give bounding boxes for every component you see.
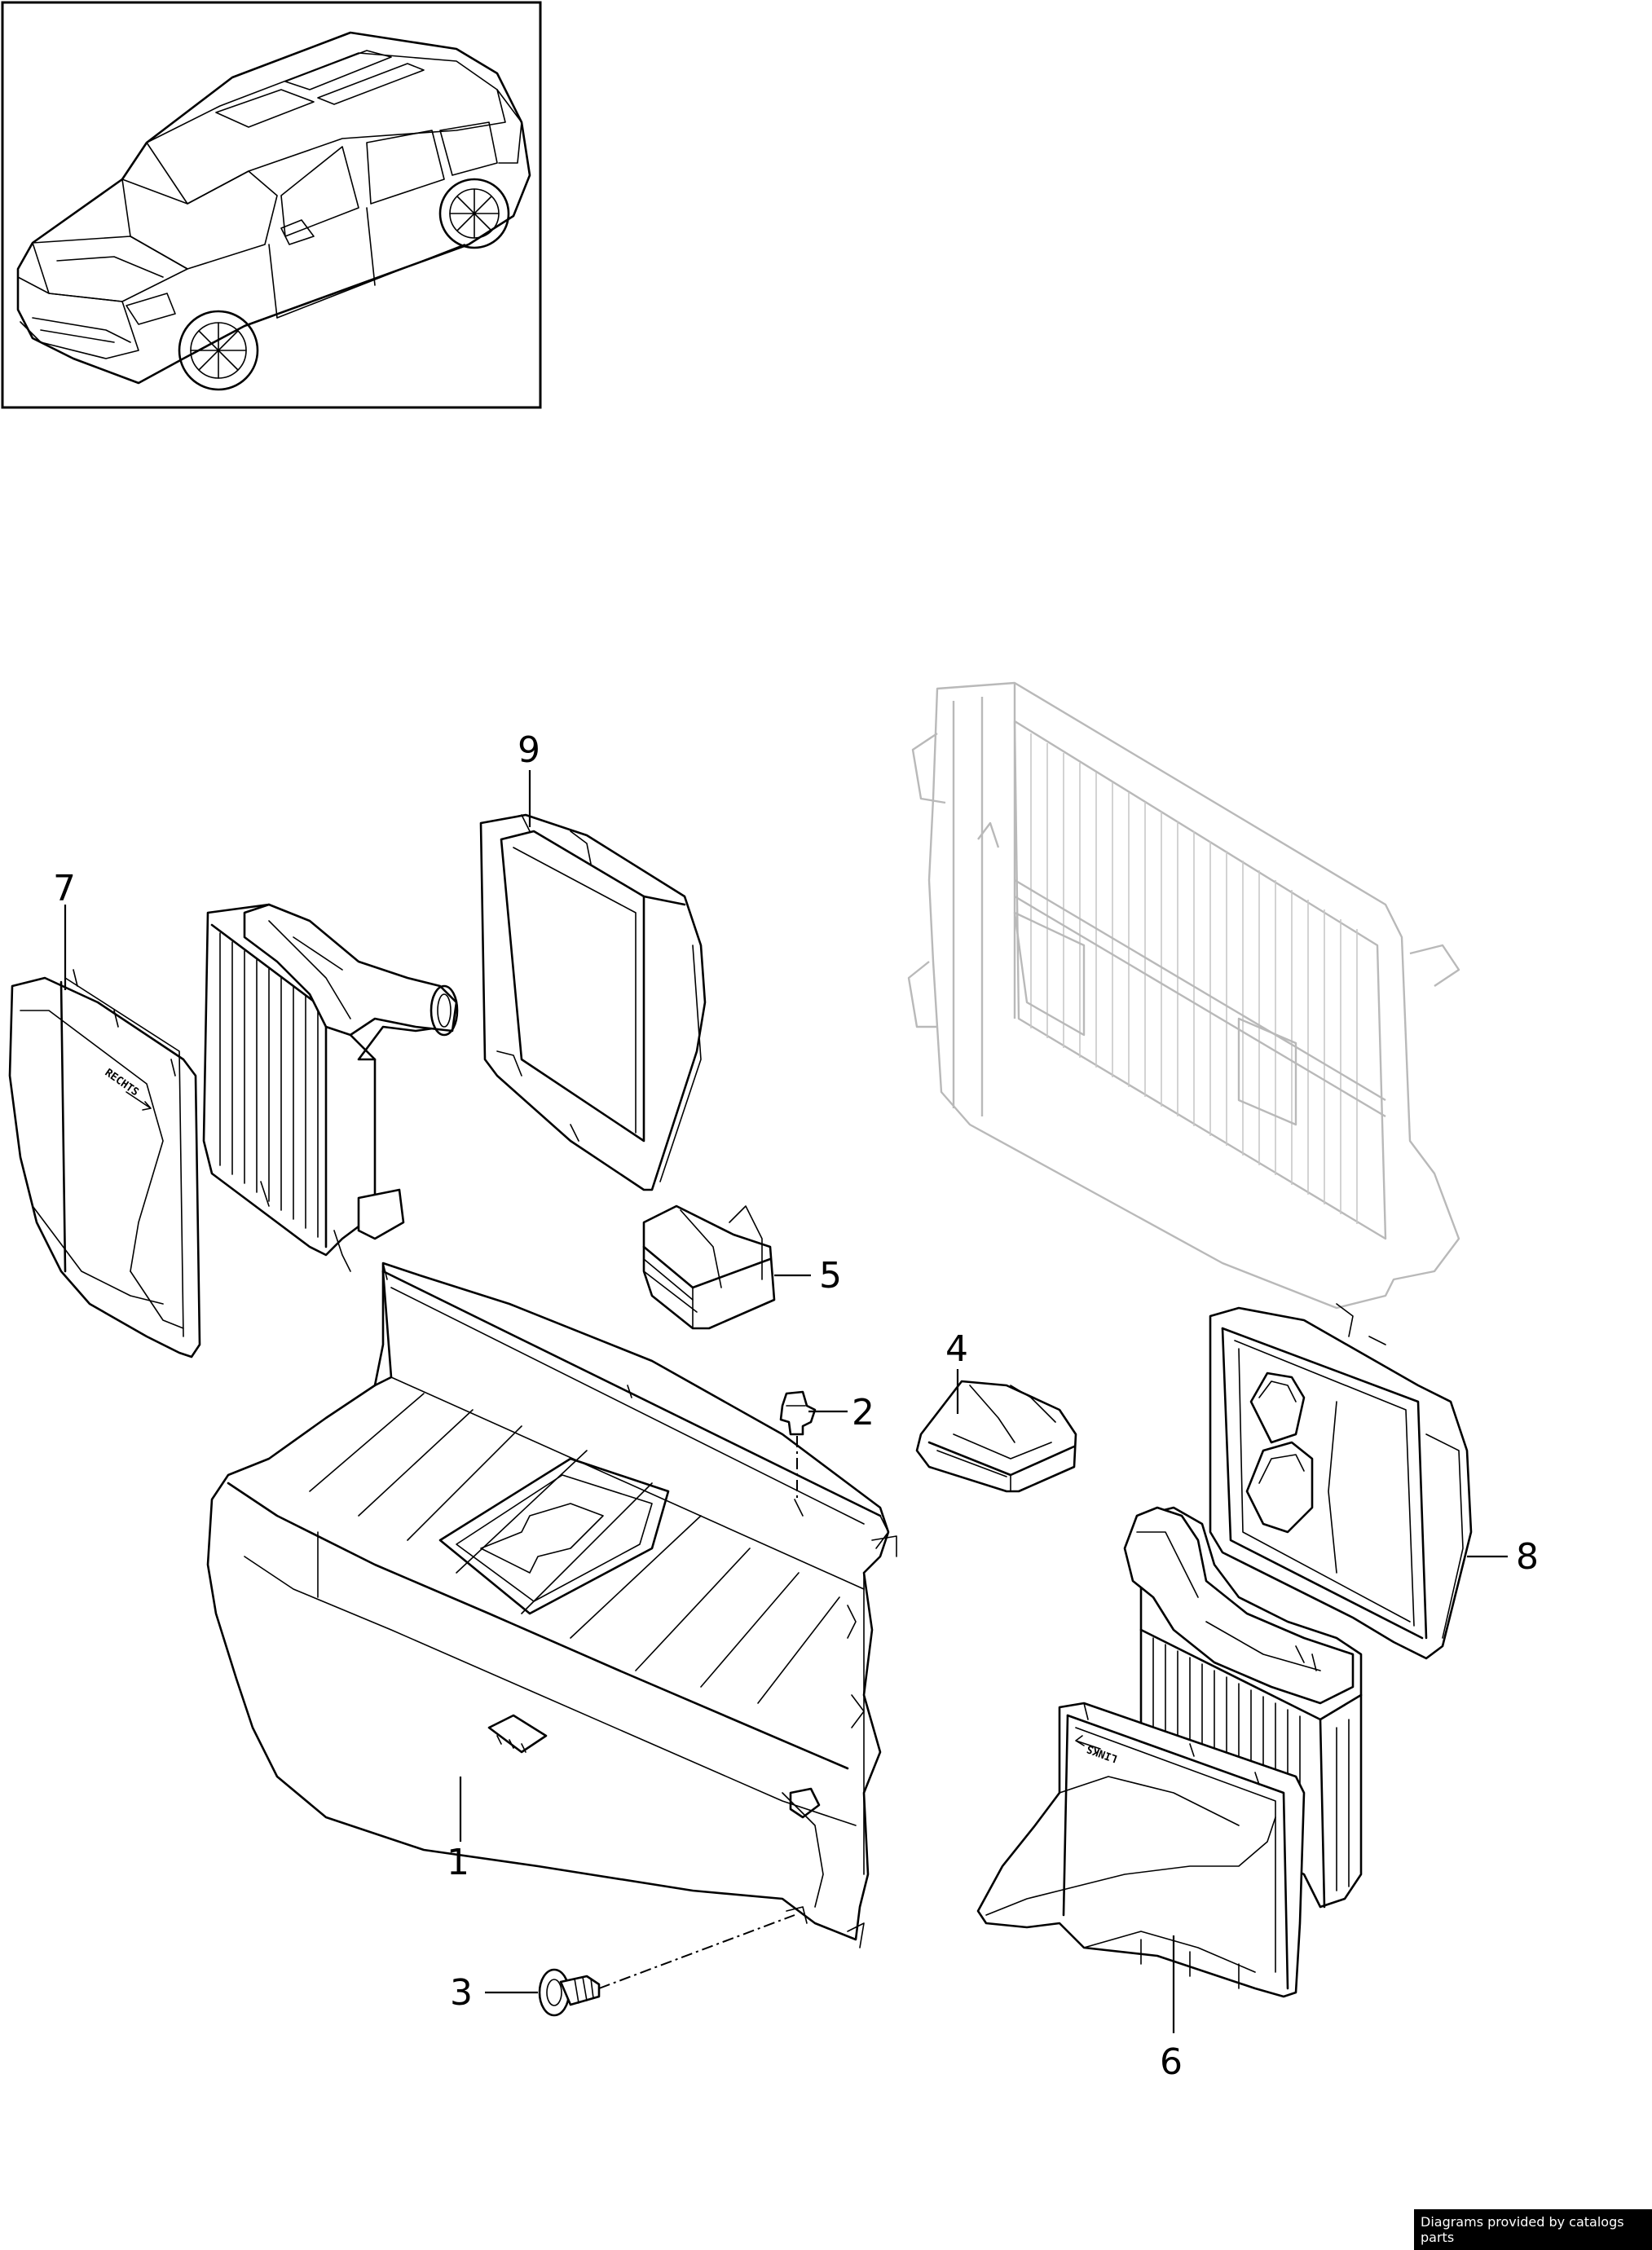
diagram-credit-badge: Diagrams provided by catalogs parts [1414,2209,1652,2250]
callout-2: 2 [852,1392,874,1433]
intercooler-left-fins [219,932,319,1238]
part-6-air-guide-left [976,1702,1306,1998]
part-7-air-guide-right [8,969,201,1358]
radiator-fins [1030,733,1358,1224]
part-9-air-guide [479,813,707,1191]
intercooler-left [202,903,459,1272]
radiator-assembly-ghost [907,681,1460,1310]
callout-1: 1 [447,1842,469,1883]
suv-outline [16,31,531,391]
part-3-screw [538,1968,601,2017]
panel-1-ribs [309,1393,840,1704]
axis-3 [598,1914,795,1989]
callout-4: 4 [945,1328,968,1370]
credit-text: Diagrams provided by catalogs parts [1421,2214,1624,2245]
callout-6: 6 [1160,2041,1183,2083]
callout-9: 9 [518,729,540,771]
callout-leaders [64,770,1508,2033]
callout-8: 8 [1516,1536,1539,1578]
callout-3: 3 [450,1972,473,2014]
vehicle-thumbnail [1,1,542,409]
part-2-clip [779,1390,817,1436]
callout-numbers: 7 9 5 4 2 8 1 6 3 [53,729,1539,2083]
callout-5: 5 [819,1255,842,1297]
part-1-air-guide-panel [206,1261,897,1948]
part-5-foam-block [642,1204,776,1330]
part-4-foam-block [915,1380,1077,1493]
callout-7: 7 [53,868,76,909]
part-8-air-guide [1209,1303,1473,1660]
